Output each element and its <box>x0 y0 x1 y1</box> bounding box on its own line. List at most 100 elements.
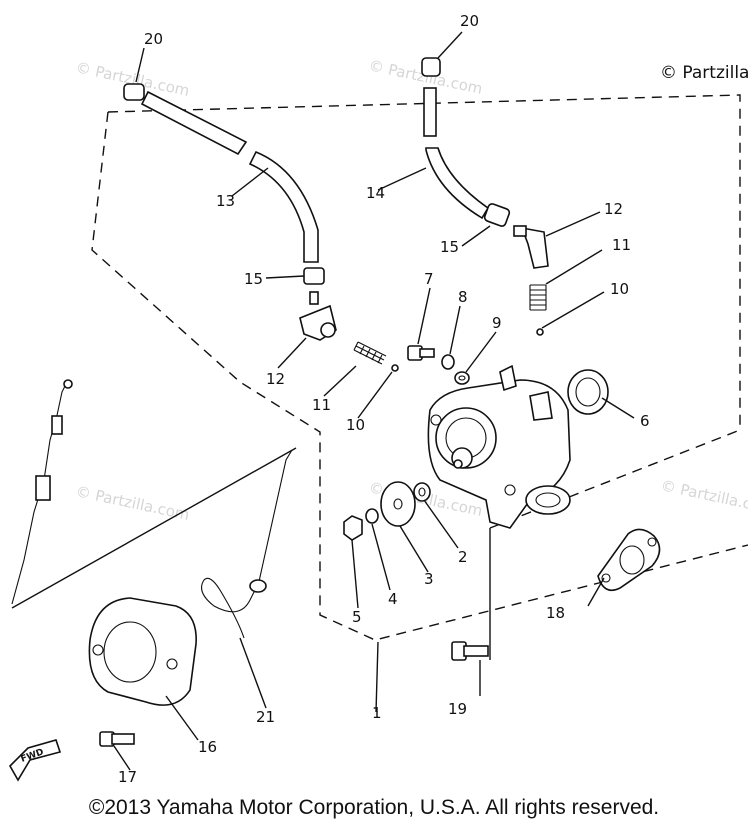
pump-cover-bolt-hole <box>166 658 178 670</box>
leader-14 <box>377 167 427 191</box>
leader-12a <box>277 337 307 369</box>
pump-shaft <box>453 459 463 469</box>
bolt-shank <box>463 645 489 657</box>
hose-part-13-upper <box>140 90 248 156</box>
leader-8 <box>449 305 461 355</box>
callout-15: 15 <box>244 270 263 288</box>
dashed-boundary <box>91 111 748 641</box>
bolt-shank <box>111 733 135 745</box>
cable-end <box>63 379 73 389</box>
pump-fasteners <box>407 345 470 385</box>
housing-bolt-hole <box>430 414 442 426</box>
callout-1: 1 <box>372 704 382 722</box>
hose-part-14-upper <box>423 87 437 137</box>
fwd-label: FWD <box>20 747 46 764</box>
callout-20: 20 <box>460 12 479 30</box>
leader-11a <box>323 365 357 397</box>
callouts: 20 20 13 14 15 15 12 12 11 11 10 10 7 8 … <box>118 12 650 786</box>
callout-15: 15 <box>440 238 459 256</box>
leader-7 <box>417 287 431 345</box>
callout-19: 19 <box>448 700 467 718</box>
callout-2: 2 <box>458 548 468 566</box>
callout-14: 14 <box>366 184 385 202</box>
pump-cable-loop <box>201 577 257 639</box>
callout-6: 6 <box>640 412 650 430</box>
hose-clip-part-15 <box>483 203 511 227</box>
oil-pump-cable-part-21 <box>11 379 293 639</box>
callout-10: 10 <box>610 280 629 298</box>
callout-11: 11 <box>612 236 631 254</box>
plate-part-3 <box>380 481 416 527</box>
leader-17 <box>113 745 131 771</box>
fitting-neck <box>513 225 527 237</box>
dashed-boundary <box>489 429 741 529</box>
bolt-shank-part-7 <box>419 348 435 358</box>
leader-15a <box>265 275 305 279</box>
leader-4 <box>371 523 391 591</box>
callout-8: 8 <box>458 288 468 306</box>
callout-3: 3 <box>424 570 434 588</box>
callout-4: 4 <box>388 590 398 608</box>
pump-pulley-group <box>343 481 431 541</box>
plate-hole <box>393 498 403 510</box>
leader-18 <box>587 577 605 607</box>
throttle-cable <box>11 383 67 605</box>
leader-5 <box>351 539 359 609</box>
leader-lines <box>113 31 635 771</box>
hose-clip-part-15 <box>303 267 325 285</box>
callout-7: 7 <box>424 270 434 288</box>
callout-16: 16 <box>198 738 217 756</box>
seal-cap-inner <box>575 377 601 407</box>
leader-13 <box>231 167 269 197</box>
leader-6 <box>601 397 635 419</box>
callout-11: 11 <box>312 396 331 414</box>
bolt-part-17 <box>99 731 135 747</box>
callout-10: 10 <box>346 416 365 434</box>
pump-cover-dome <box>103 621 157 683</box>
leader-20a <box>135 47 145 83</box>
leader-3 <box>399 525 429 573</box>
fwd-arrow: FWD <box>9 739 62 782</box>
check-valves <box>353 284 547 372</box>
leader-11b <box>545 249 603 285</box>
pump-cover-part-16 <box>88 597 197 706</box>
callout-12: 12 <box>266 370 285 388</box>
banjo-fitting-part-12 <box>520 226 549 269</box>
spring-part-11 <box>529 284 547 311</box>
pump-cover-bolt-hole <box>92 644 104 656</box>
gasket-outline <box>597 528 661 592</box>
ball-part-10 <box>536 328 544 336</box>
dashed-boundary <box>107 94 741 430</box>
leader-9 <box>465 331 497 373</box>
fitting-neck <box>309 291 319 305</box>
gasket-bolt-hole <box>601 573 611 583</box>
callout-12: 12 <box>604 200 623 218</box>
hose-cap-part-20 <box>123 83 145 101</box>
callout-13: 13 <box>216 192 235 210</box>
cable-adjuster <box>35 475 51 501</box>
right-breather-hose-group <box>421 57 549 269</box>
leader-10b <box>541 291 605 329</box>
watermarks: © Partzilla © Partzilla.com © Partzilla.… <box>74 56 748 524</box>
washer-part-4 <box>365 508 379 524</box>
leader-16 <box>165 695 199 741</box>
leader-15b <box>461 225 491 247</box>
seal-cap-outer <box>567 369 609 415</box>
cable-end-fitting <box>249 579 267 593</box>
nut-part-5 <box>343 515 363 541</box>
watermark-corner: © Partzilla <box>660 63 748 83</box>
bolt-part-19 <box>451 641 489 661</box>
callout-21: 21 <box>256 708 275 726</box>
pump-flange <box>525 485 571 515</box>
spring-part-11 <box>353 341 387 365</box>
gasket-part-18 <box>597 528 661 592</box>
left-breather-hose-group <box>123 83 337 341</box>
seal-cap-part-6 <box>567 369 609 415</box>
leader-21 <box>239 637 267 709</box>
copyright-notice: ©2013 Yamaha Motor Corporation, U.S.A. A… <box>88 796 660 819</box>
callout-18: 18 <box>546 604 565 622</box>
leader-10a <box>357 371 393 419</box>
hose-part-13-lower <box>248 150 319 263</box>
boundary-line <box>11 447 297 609</box>
